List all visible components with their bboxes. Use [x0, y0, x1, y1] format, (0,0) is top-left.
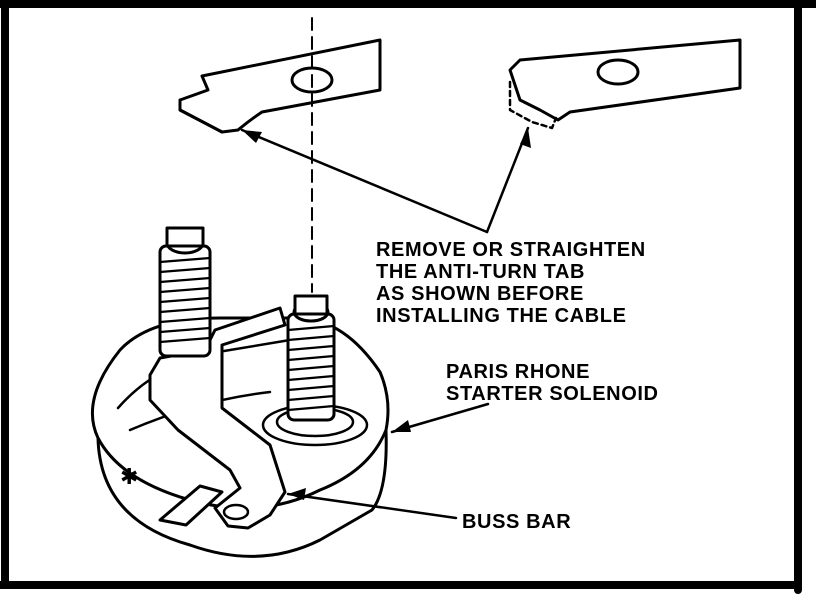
cable-terminal-bent [178, 38, 382, 134]
tab-callout-text: REMOVE OR STRAIGHTEN THE ANTI-TURN TAB A… [376, 239, 646, 327]
solenoid-callout-text: PARIS RHONE STARTER SOLENOID [446, 361, 659, 405]
body-mark-symbol: ✱ [120, 465, 138, 490]
right-threaded-stud [286, 294, 336, 422]
buss-bar-callout-arrow [286, 488, 458, 520]
buss-bar [148, 306, 287, 530]
buss-bar-label: BUSS BAR [462, 511, 571, 533]
left-threaded-stud [158, 226, 212, 358]
tab-callout-line-2: THE ANTI-TURN TAB [376, 261, 585, 283]
tab-callout-line-3: AS SHOWN BEFORE [376, 283, 584, 305]
cable-terminal-straightened [508, 38, 742, 130]
tab-callout-arrows [240, 126, 531, 234]
solenoid-callout-line-1: PARIS RHONE [446, 361, 590, 383]
tab-callout-line-1: REMOVE OR STRAIGHTEN [376, 239, 646, 261]
tab-callout-line-4: INSTALLING THE CABLE [376, 305, 627, 327]
solenoid-callout-arrow [390, 402, 490, 434]
terminal-bolt-hole-right [596, 58, 640, 86]
solenoid-callout-line-2: STARTER SOLENOID [446, 383, 659, 405]
